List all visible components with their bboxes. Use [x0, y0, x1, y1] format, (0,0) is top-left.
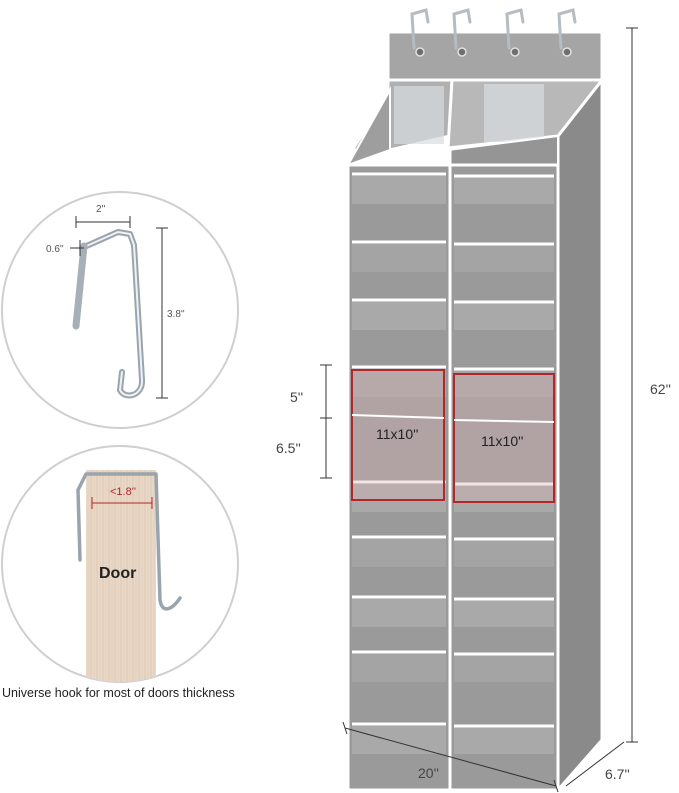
- door-hook-icon: [76, 472, 182, 611]
- pocket-height-label: 6.5'': [276, 440, 301, 456]
- pocket-front: [352, 176, 446, 204]
- pocket-front: [352, 369, 446, 397]
- grommet-icon: [415, 47, 425, 57]
- pocket-depth-label: 5'': [290, 389, 304, 405]
- pocket-rows: [352, 172, 554, 754]
- total-height-label: 62'': [650, 381, 671, 397]
- grommet-icon: [562, 47, 572, 57]
- grommet-icon: [457, 47, 467, 57]
- hook-front-plate: [72, 242, 88, 330]
- top-hooks: [410, 8, 577, 57]
- pocket-front: [454, 539, 554, 567]
- highlight-pocket-left: [351, 369, 445, 501]
- pocket-front: [454, 302, 554, 330]
- door-slab: [86, 470, 156, 682]
- pocket-front: [454, 176, 554, 204]
- hook-width-label: 2'': [96, 204, 106, 215]
- pocket-front: [352, 726, 446, 754]
- pocket-left-size-label: 11x10'': [376, 426, 419, 442]
- pocket-front: [352, 302, 446, 330]
- pocket-front: [454, 726, 554, 754]
- hanger-hook-icon: [452, 8, 472, 50]
- pocket-front: [454, 244, 554, 272]
- depth-label: 6.7'': [605, 766, 630, 782]
- hook-thickness-label: 0.6'': [46, 244, 64, 255]
- hanger-hook-icon: [557, 8, 577, 50]
- pocket-right-size-label: 11x10'': [481, 433, 524, 449]
- door-detail-circle: [1, 445, 239, 683]
- pocket-front: [352, 654, 446, 682]
- pocket-front: [352, 244, 446, 272]
- dimension-lines: [320, 27, 638, 793]
- hanger-hook-icon: [505, 8, 525, 50]
- width-label: 20'': [418, 765, 439, 781]
- door-gap-label: <1.8'': [110, 486, 136, 498]
- pocket-front: [454, 599, 554, 627]
- highlight-pocket-right: [453, 373, 555, 503]
- pocket-front: [352, 484, 446, 512]
- highlighted-pockets: [351, 369, 555, 503]
- hook-detail-circle: [1, 191, 239, 429]
- hook-height-label: 3.8'': [167, 309, 185, 320]
- door-label: Door: [99, 565, 137, 582]
- pocket-front: [352, 539, 446, 567]
- pocket-front: [352, 599, 446, 627]
- door-caption: Universe hook for most of doors thicknes…: [2, 686, 235, 700]
- pocket-front: [454, 484, 554, 512]
- organizer-side-panel: [556, 75, 604, 793]
- grommet-icon: [510, 47, 520, 57]
- hanger-hook-icon: [410, 8, 430, 50]
- pocket-front: [454, 654, 554, 682]
